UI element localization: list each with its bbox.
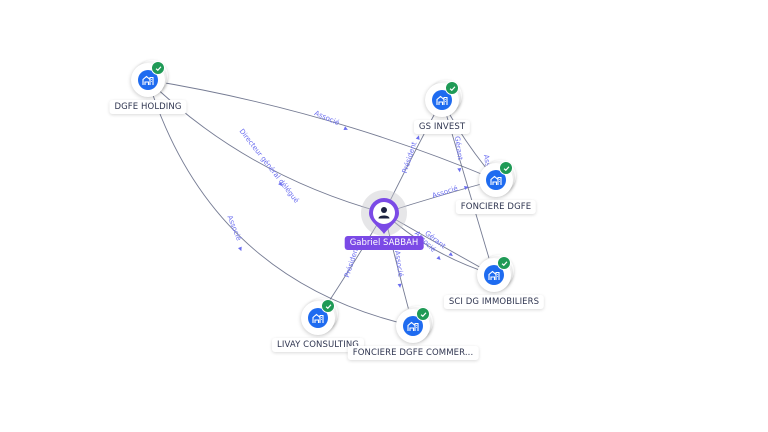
company-name-label[interactable]: FONCIERE DGFE [455, 200, 537, 214]
edge-label: Directeur général délégué [238, 127, 301, 204]
edge-arrow-icon [436, 255, 441, 261]
company-name-label[interactable]: GS INVEST [413, 120, 471, 134]
verified-check-icon [416, 307, 430, 321]
building-icon [484, 265, 504, 285]
company-node-stack [425, 80, 462, 117]
edge-dgfe_holding-fonciere_dgfe [147, 79, 497, 181]
company-name-label[interactable]: SCI DG IMMOBILIERS [443, 295, 545, 309]
company-disc [131, 63, 165, 97]
verified-check-icon [445, 81, 459, 95]
company-disc [396, 309, 430, 343]
verified-check-icon [151, 61, 165, 75]
building-icon [308, 308, 328, 328]
company-node-stack [396, 306, 433, 343]
edge-arrow-icon [397, 283, 402, 288]
edge-arrow-icon [415, 135, 420, 140]
company-node-stack [479, 160, 516, 197]
edge-arrow-icon [237, 246, 242, 252]
edge-arrow-icon [457, 167, 462, 173]
company-name-label[interactable]: LIVAY CONSULTING [272, 338, 364, 352]
company-name-label[interactable]: DGFE HOLDING [109, 100, 187, 114]
edge-arrow-icon [343, 126, 348, 130]
verified-check-icon [499, 161, 513, 175]
building-icon [403, 316, 423, 336]
company-name-label[interactable]: FONCIERE DGFE COMMER... [347, 346, 479, 360]
edge-arrow-icon [448, 252, 453, 257]
building-icon [138, 70, 158, 90]
building-icon [486, 170, 506, 190]
person-name-label[interactable]: Gabriel SABBAH [344, 236, 424, 250]
edge-label: Associé [431, 184, 459, 200]
person-pin-icon [369, 198, 399, 234]
verified-check-icon [497, 256, 511, 270]
edge-dgfe_holding-fonciere_comm [147, 79, 414, 327]
building-icon [432, 90, 452, 110]
verified-check-icon [321, 299, 335, 313]
edge-arrow-icon [464, 186, 469, 190]
company-node-stack [477, 255, 514, 292]
edge-label: Gérant [453, 136, 464, 161]
person-icon [378, 207, 390, 219]
company-node-stack [131, 60, 168, 97]
edge-label: Associé [226, 214, 243, 242]
edge-arrow-icon [278, 181, 283, 187]
edge-label: Associé [393, 250, 405, 277]
company-node-stack [301, 298, 338, 335]
edge-label: Associé [313, 109, 340, 127]
edge-label: Président [401, 141, 419, 175]
